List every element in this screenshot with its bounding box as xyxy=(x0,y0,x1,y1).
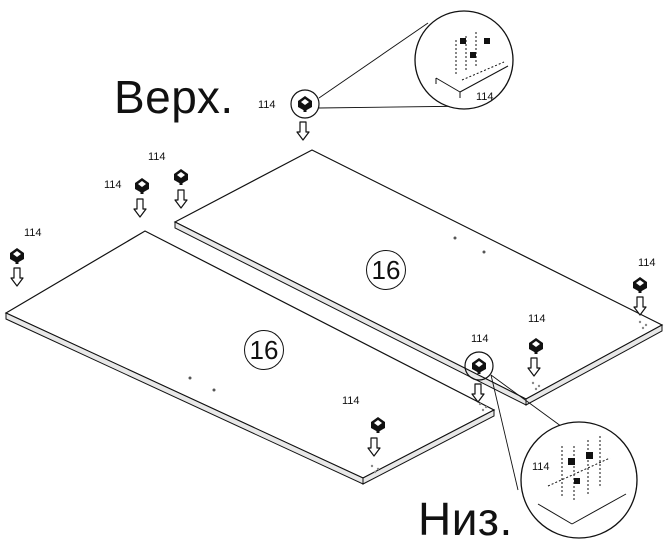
connector-lower-far-left xyxy=(10,248,24,287)
connector-lower-left-a xyxy=(133,178,149,218)
part-number-label: 114 xyxy=(342,395,360,407)
panel-upper xyxy=(173,149,664,406)
part-number-label: 114 xyxy=(471,333,489,345)
panel-lower-number: 16 xyxy=(244,330,284,370)
connector-upper-right xyxy=(633,277,647,316)
detail-part-number: 114 xyxy=(532,461,550,473)
top-label: Верх. xyxy=(114,71,234,123)
part-number-label: 114 xyxy=(104,179,122,191)
detail-magnifier-bottom xyxy=(490,374,638,539)
part-number-label: 114 xyxy=(258,99,276,111)
connector-upper-left xyxy=(174,169,188,209)
panel-upper-hole-marks xyxy=(531,320,648,391)
part-number-label: 114 xyxy=(638,257,656,269)
panel-lower-hole-marks xyxy=(370,402,488,474)
panel-upper-number: 16 xyxy=(366,250,406,290)
bottom-label: Низ. xyxy=(418,493,513,545)
part-number-label: 114 xyxy=(528,313,546,325)
part-number-label: 114 xyxy=(24,227,42,239)
part-number-label: 114 xyxy=(148,151,166,163)
connector-top-upper xyxy=(290,89,320,141)
connector-bottom-circled xyxy=(464,351,494,403)
detail-magnifier-top xyxy=(318,10,514,110)
detail-part-number: 114 xyxy=(476,91,494,103)
